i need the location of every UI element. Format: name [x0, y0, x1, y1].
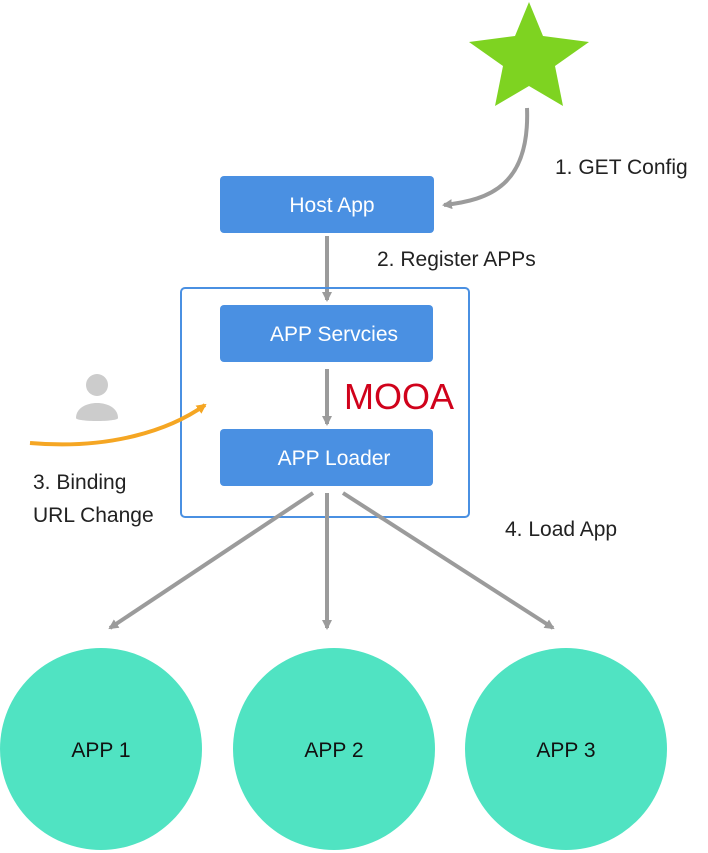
app2-circle [233, 648, 435, 850]
load-arrow-app3 [341, 491, 555, 630]
app2-label: APP 2 [304, 739, 363, 762]
get-config-label: 1. GET Config [555, 156, 688, 179]
user-icon [76, 374, 118, 421]
mooa-label: MOOA [344, 376, 454, 417]
app3-label: APP 3 [536, 739, 595, 762]
host-app-box [220, 176, 434, 233]
binding-label-line1: 3. Binding [33, 471, 126, 494]
url-change-arrow [29, 403, 207, 447]
app1-circle [0, 648, 202, 850]
app-services-label: APP Servcies [270, 323, 398, 346]
register-apps-label: 2. Register APPs [377, 248, 536, 271]
app1-label: APP 1 [71, 739, 130, 762]
load-arrow-app1 [108, 491, 315, 630]
host-app-label: Host App [289, 194, 374, 217]
get-config-arrow [442, 107, 530, 210]
app-loader-box [220, 429, 433, 486]
app-services-box [220, 305, 433, 362]
load-app-label: 4. Load App [505, 518, 617, 541]
star-icon [469, 2, 589, 106]
app-loader-label: APP Loader [278, 447, 391, 470]
binding-label-line2: URL Change [33, 504, 154, 527]
app3-circle [465, 648, 667, 850]
